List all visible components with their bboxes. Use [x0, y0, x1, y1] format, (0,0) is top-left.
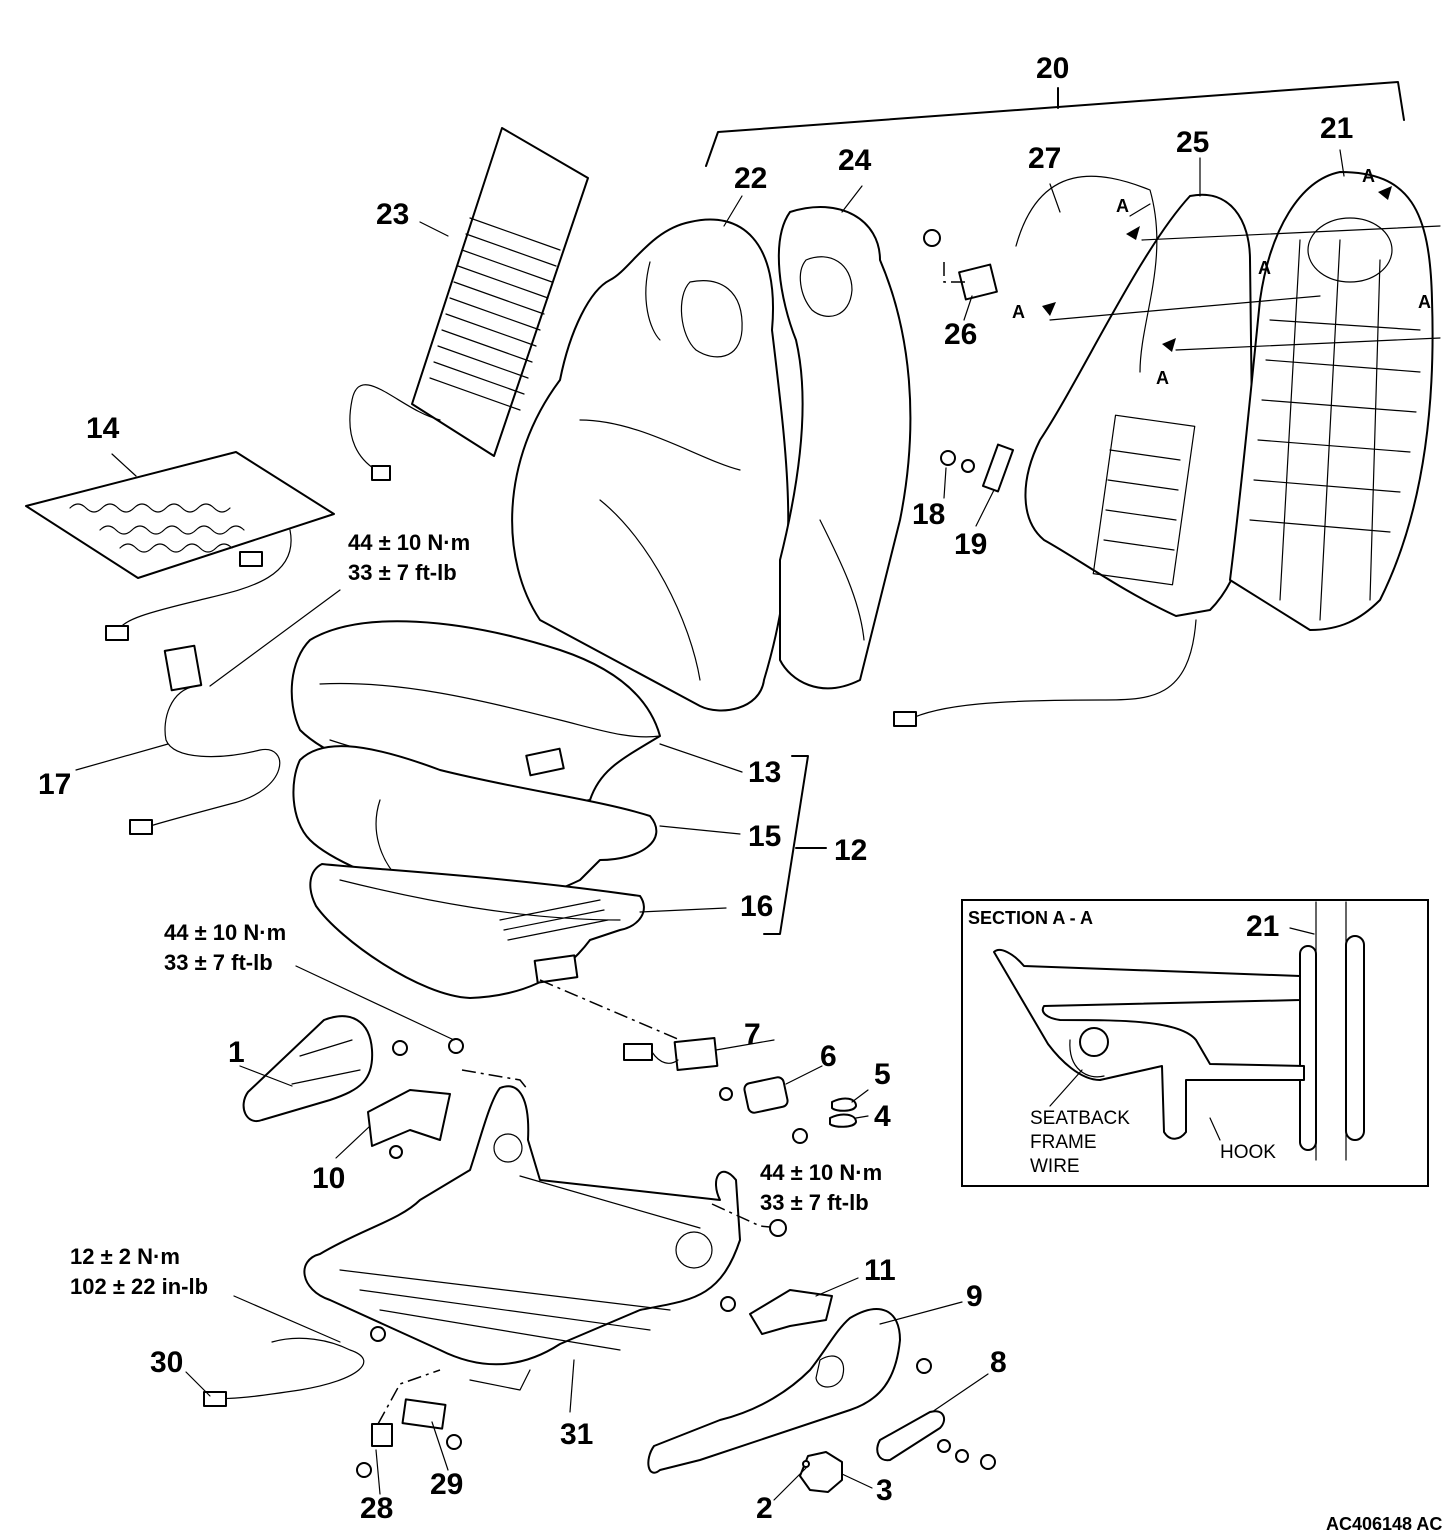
torque-metric-frame-right: 44 ± 10 N·m: [760, 1160, 882, 1185]
seatback-frame: [1024, 193, 1255, 617]
group-bracket-12: [763, 755, 827, 935]
seatback-pad: [777, 206, 912, 690]
part-number-13: 13: [748, 756, 781, 789]
small-parts-upper: [923, 229, 1015, 493]
seat-belt-buckle: [129, 644, 281, 835]
part-number-25: 25: [1176, 126, 1209, 159]
part-number-19: 19: [954, 528, 987, 561]
leader-lines: [75, 149, 1345, 1501]
seat-cushion-frame: [309, 863, 645, 999]
seatback-back-panel: [1229, 171, 1434, 631]
seatback-wire: [893, 175, 1197, 727]
torque-metric-harness: 12 ± 2 N·m: [70, 1244, 180, 1269]
seat-lever-handle: [876, 1410, 996, 1470]
part-number-5: 5: [874, 1058, 891, 1091]
part-number-18: 18: [912, 498, 945, 531]
torque-metric-frame-left: 44 ± 10 N·m: [164, 920, 286, 945]
part-number-12: 12: [834, 834, 867, 867]
recliner-lever-bracket: [720, 1289, 833, 1335]
torque-imperial-frame-left: 33 ± 7 ft-lb: [164, 950, 273, 975]
part-number-23: 23: [376, 198, 409, 231]
part-number-24: 24: [838, 144, 872, 177]
part-number-4: 4: [874, 1100, 891, 1133]
section-cut-lines: [1042, 186, 1441, 352]
section-view-inset: SECTION A - A 21 SEATBACK FRAME WIRE HOO…: [961, 899, 1429, 1187]
seatback-cover: [511, 218, 790, 712]
small-brackets-lower: [356, 1369, 462, 1478]
torque-imperial-harness: 102 ± 22 in-lb: [70, 1274, 208, 1299]
bolt-guide-left: [461, 1069, 529, 1091]
recliner-cover: [242, 1015, 374, 1123]
part-number-29: 29: [430, 1468, 463, 1501]
part-number-17: 17: [38, 768, 71, 801]
part-number-1: 1: [228, 1036, 245, 1069]
part-number-14: 14: [86, 412, 120, 445]
part-number-3: 3: [876, 1474, 893, 1507]
part-number-2: 2: [756, 1492, 773, 1525]
switch-bezel: [743, 1076, 808, 1144]
figure-code: AC406148 AC: [1326, 1514, 1442, 1534]
seat-frame: [303, 1085, 741, 1391]
part-number-10: 10: [312, 1162, 345, 1195]
section-marker-a: A: [1156, 368, 1169, 388]
group-bracket-20: [705, 81, 1405, 167]
switch-knobs: [829, 1097, 857, 1128]
seatback-frame-wire-label-1: SEATBACK: [1030, 1108, 1130, 1129]
part-number-11: 11: [864, 1254, 896, 1287]
section-marker-a: A: [1012, 302, 1025, 322]
part-number-16: 16: [740, 890, 773, 923]
part-number-27: 27: [1028, 142, 1061, 175]
seatback-heater-pad: [349, 127, 589, 481]
section-title: SECTION A - A: [968, 908, 1093, 928]
height-knob: [799, 1451, 843, 1493]
frame-bracket-10: [367, 1038, 464, 1159]
hook-label: HOOK: [1220, 1142, 1276, 1163]
section-marker-a: A: [1258, 258, 1271, 278]
torque-imperial-frame-right: 33 ± 7 ft-lb: [760, 1190, 869, 1215]
seatback-frame-wire-label-2: FRAME: [1030, 1132, 1097, 1153]
part-number-9: 9: [966, 1280, 983, 1313]
seat-side-shield: [647, 1308, 932, 1474]
seat-switch: [539, 979, 733, 1101]
part-number-8: 8: [990, 1346, 1007, 1379]
part-number-26: 26: [944, 318, 977, 351]
part-number-15: 15: [748, 820, 781, 853]
part-number-20: 20: [1036, 52, 1069, 85]
frame-bolt-right: [769, 1219, 787, 1237]
section-marker-a: A: [1116, 196, 1129, 216]
section-part-number-21: 21: [1246, 910, 1279, 943]
part-number-6: 6: [820, 1040, 837, 1073]
torque-imperial-buckle: 33 ± 7 ft-lb: [348, 560, 457, 585]
seatback-frame-wire-label-3: WIRE: [1030, 1156, 1080, 1177]
part-number-28: 28: [360, 1492, 393, 1525]
part-number-31: 31: [560, 1418, 593, 1451]
cushion-heater-pad: [25, 451, 335, 641]
seat-harness: [203, 1326, 386, 1407]
part-number-7: 7: [744, 1018, 761, 1051]
part-number-30: 30: [150, 1346, 183, 1379]
part-number-21: 21: [1320, 112, 1353, 145]
part-number-22: 22: [734, 162, 767, 195]
section-marker-a: A: [1362, 166, 1375, 186]
section-marker-a: A: [1418, 292, 1431, 312]
torque-metric-buckle: 44 ± 10 N·m: [348, 530, 470, 555]
